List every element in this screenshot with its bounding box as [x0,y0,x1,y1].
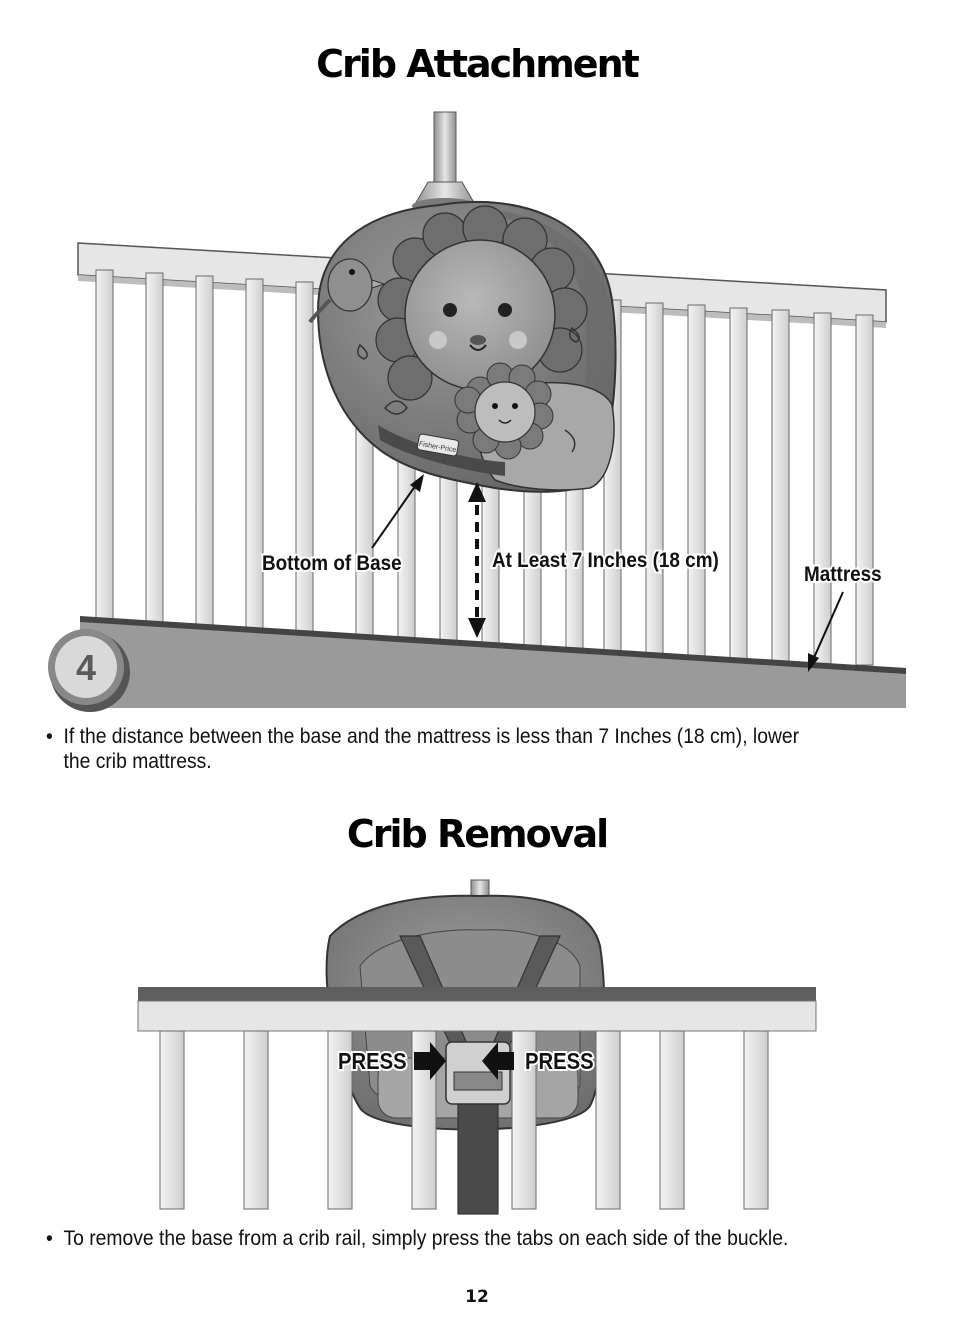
distance-arrow [468,482,486,638]
lion-face [404,239,556,391]
label-mattress: Mattress [804,563,882,586]
press-arrow-right-pointing [414,1042,446,1080]
lion-features [429,303,527,351]
label-bottom-of-base: Bottom of Base [262,552,402,575]
attachment-note-text: If the distance between the base and the… [63,725,800,773]
bird-decoration [308,258,386,324]
crib-attachment-illustration: 4 [48,111,906,712]
section-title-crib-attachment: Crib Attachment [316,42,640,86]
attachment-note: • If the distance between the base and t… [46,724,819,774]
bullet-glyph: • [46,725,53,748]
press-label-right: PRESS [525,1048,594,1075]
section-title-crib-removal: Crib Removal [346,812,609,856]
bullet-glyph: • [46,1227,53,1250]
press-label-left: PRESS [338,1048,407,1075]
crib-slats [159,1030,769,1210]
removal-note: • To remove the base from a crib rail, s… [46,1226,819,1251]
label-distance: At Least 7 Inches (18 cm) [492,549,719,572]
page-number: 12 [465,1287,489,1307]
buckle [445,1041,511,1105]
mattress [80,616,906,708]
lion-cub [454,362,615,491]
step-badge [48,629,130,712]
base-bottom-strip [378,425,505,476]
press-arrow-left-pointing [482,1042,514,1080]
crib-slats [95,269,874,666]
mobile-arm [412,111,478,214]
removal-note-text: To remove the base from a crib rail, sim… [63,1227,789,1250]
crib-rail [137,987,817,1032]
mattress-arrow [808,591,844,672]
crib-removal-illustration: PRESS PRESS [137,879,817,1215]
bottom-of-base-arrow [371,474,424,549]
step-number: 4 [76,647,96,688]
leaf-decoration [357,326,580,415]
